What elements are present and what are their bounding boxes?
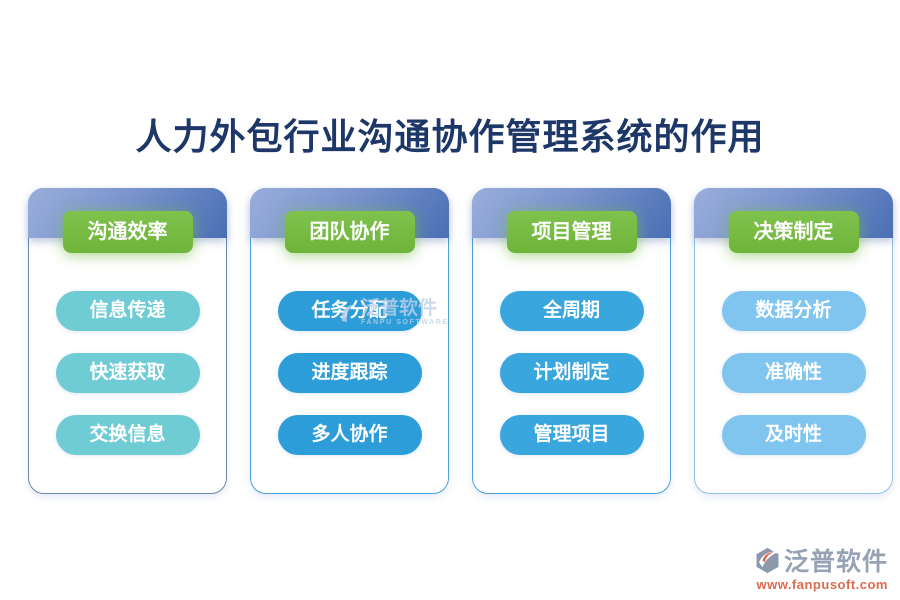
pill-list: 全周期 计划制定 管理项目 bbox=[473, 291, 670, 455]
pill-item: 交换信息 bbox=[55, 415, 200, 455]
pill-list: 信息传递 快速获取 交换信息 bbox=[29, 291, 226, 455]
pill-list: 任务分配 进度跟踪 多人协作 bbox=[251, 291, 448, 455]
card-header-chip: 决策制定 bbox=[728, 211, 859, 253]
brand-name: 泛普软件 bbox=[783, 548, 888, 576]
pill-item: 及时性 bbox=[721, 415, 866, 455]
cards-row: 沟通效率 信息传递 快速获取 交换信息 团队协作 任务分配 进度跟踪 多人协作 … bbox=[28, 188, 893, 494]
card-header-chip: 项目管理 bbox=[506, 211, 637, 253]
pill-item: 快速获取 bbox=[55, 353, 200, 393]
pill-item: 进度跟踪 bbox=[277, 353, 422, 393]
pill-list: 数据分析 准确性 及时性 bbox=[695, 291, 892, 455]
brand-url: www.fanpusoft.com bbox=[756, 577, 888, 592]
pill-item: 多人协作 bbox=[277, 415, 422, 455]
card-communication-efficiency: 沟通效率 信息传递 快速获取 交换信息 bbox=[28, 188, 227, 494]
card-header-chip: 团队协作 bbox=[284, 211, 415, 253]
card-header-chip: 沟通效率 bbox=[62, 211, 193, 253]
page-title: 人力外包行业沟通协作管理系统的作用 bbox=[135, 116, 765, 157]
pill-item: 任务分配 bbox=[277, 291, 422, 331]
card-project-management: 项目管理 全周期 计划制定 管理项目 bbox=[472, 188, 671, 494]
pill-item: 准确性 bbox=[721, 353, 866, 393]
pill-item: 计划制定 bbox=[499, 353, 644, 393]
pill-item: 管理项目 bbox=[499, 415, 644, 455]
card-decision-making: 决策制定 数据分析 准确性 及时性 bbox=[694, 188, 893, 494]
brand-logo: 泛普软件 www.fanpusoft.com bbox=[754, 542, 888, 592]
pill-item: 数据分析 bbox=[721, 291, 866, 331]
card-team-collaboration: 团队协作 任务分配 进度跟踪 多人协作 bbox=[250, 188, 449, 494]
pill-item: 信息传递 bbox=[55, 291, 200, 331]
pill-item: 全周期 bbox=[499, 291, 644, 331]
fanpu-logo-icon bbox=[756, 547, 779, 573]
